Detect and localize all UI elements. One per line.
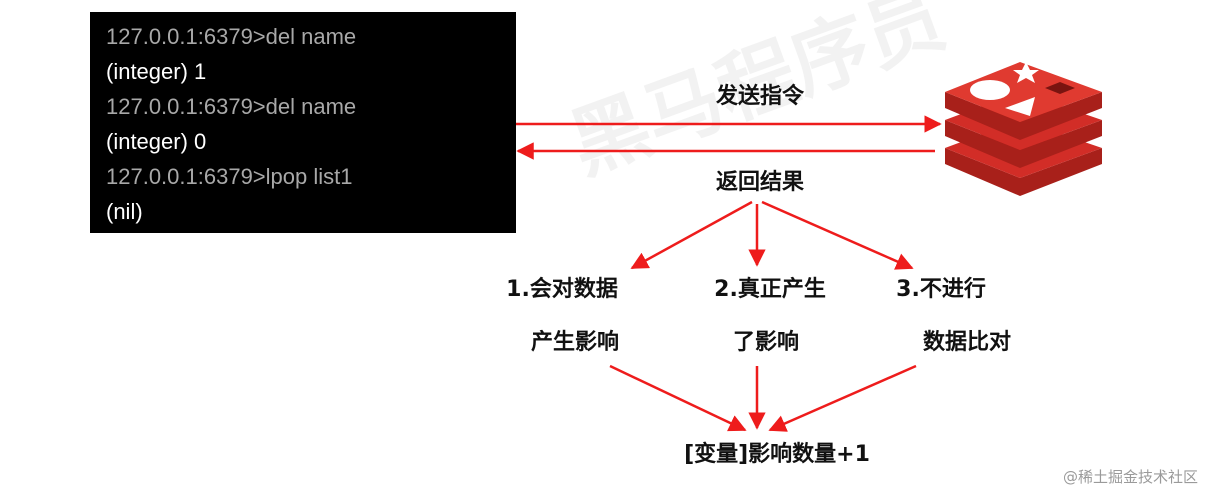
terminal-line: (integer) 1 <box>106 59 207 84</box>
case-1-line-1: 1.会对数据 <box>506 277 618 302</box>
triangle-icon <box>1005 97 1035 116</box>
square-icon <box>1045 82 1075 94</box>
circle-icon <box>970 80 1010 100</box>
terminal-output: 127.0.0.1:6379>del name (integer) 1 127.… <box>90 12 516 233</box>
return-result-label: 返回结果 <box>715 170 805 195</box>
redis-logo <box>945 62 1102 196</box>
terminal-line: (nil) <box>106 199 143 224</box>
case-2-line-2: 了影响 <box>732 330 800 355</box>
case-3-line-2: 数据比对 <box>922 330 1012 355</box>
branch-arrow-3 <box>761 200 914 270</box>
case-3-line-1: 3.不进行 <box>896 277 986 302</box>
source-credit: @稀土掘金技术社区 <box>1062 468 1198 486</box>
merge-arrow-3 <box>768 364 917 432</box>
terminal-line: 127.0.0.1:6379>del name <box>106 94 357 119</box>
case-1-line-2: 产生影响 <box>530 330 620 355</box>
terminal-line: 127.0.0.1:6379>lpop list1 <box>106 164 353 189</box>
branch-arrow-1 <box>630 200 753 270</box>
send-command-label: 发送指令 <box>715 84 805 109</box>
terminal-line: 127.0.0.1:6379>del name <box>106 24 357 49</box>
case-2-line-1: 2.真正产生 <box>714 277 826 302</box>
star-icon <box>1013 62 1039 83</box>
terminal-line: (integer) 0 <box>106 129 207 154</box>
merge-arrow-1 <box>609 364 747 432</box>
result-label: [变量]影响数量+1 <box>684 442 870 467</box>
